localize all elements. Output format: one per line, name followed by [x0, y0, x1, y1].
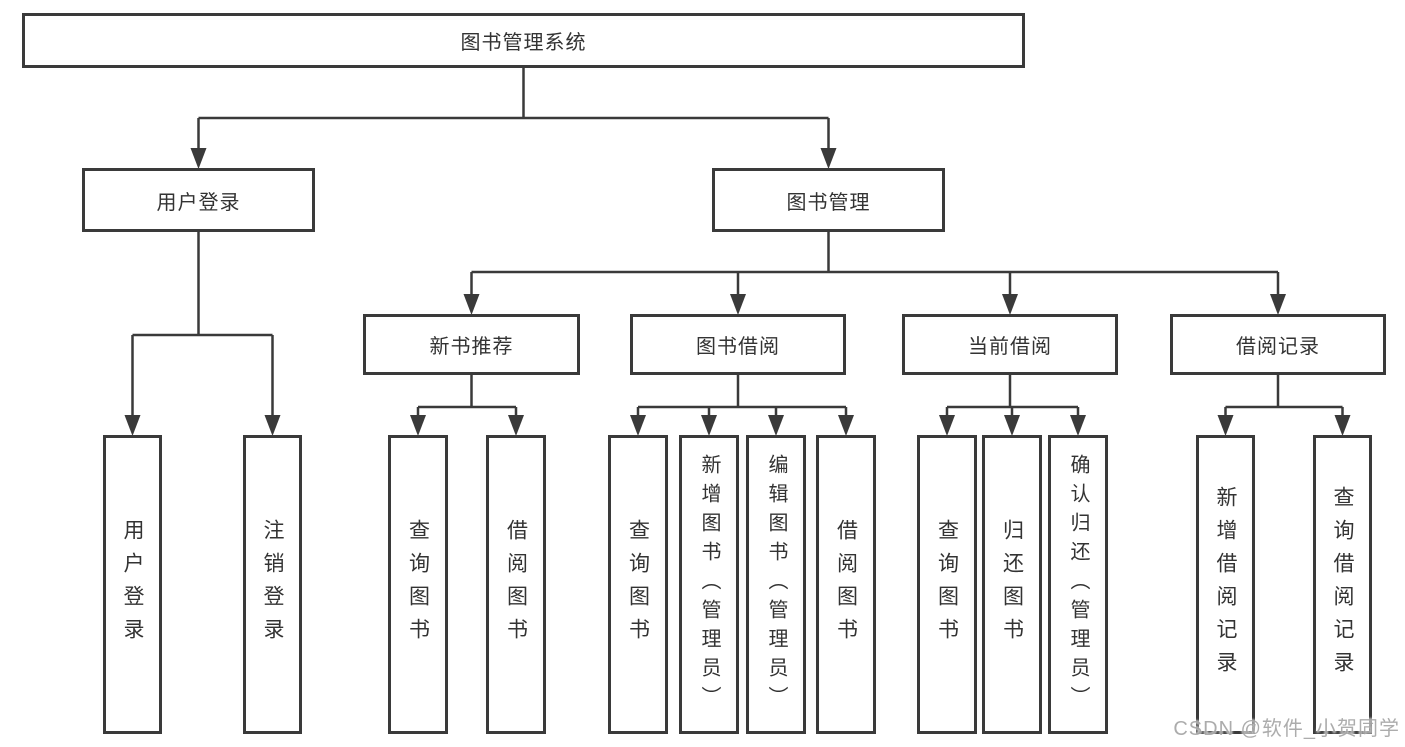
- connector-root-to-level2: [197, 68, 830, 150]
- leaf-add-book-admin: 新增图书（管理员）: [679, 435, 739, 734]
- leaf-add-borrow-record: 新增借阅记录: [1196, 435, 1255, 734]
- node-borrowing-records: 借阅记录: [1170, 314, 1386, 375]
- leaf-borrow-books-recommend-label: 借阅图书: [504, 518, 528, 651]
- leaf-user-login-label: 用户登录: [121, 518, 144, 651]
- leaf-confirm-return-admin: 确认归还（管理员）: [1048, 435, 1108, 734]
- leaf-query-books-borrowing: 查询图书: [608, 435, 668, 734]
- node-new-book-recommend: 新书推荐: [363, 314, 580, 375]
- leaf-edit-book-admin-label: 编辑图书（管理员）: [765, 454, 787, 715]
- leaf-user-login: 用户登录: [103, 435, 162, 734]
- leaf-logout-label: 注销登录: [261, 518, 284, 651]
- leaf-query-books-current: 查询图书: [917, 435, 977, 734]
- connector-new-book-to-leaves: [416, 375, 518, 417]
- leaf-edit-book-admin: 编辑图书（管理员）: [746, 435, 806, 734]
- watermark: CSDN @软件_小贺同学: [1173, 718, 1400, 740]
- node-root: 图书管理系统: [22, 13, 1025, 68]
- leaf-borrow-books-label: 借阅图书: [834, 518, 858, 651]
- connector-records-to-leaves: [1224, 375, 1344, 417]
- leaf-query-borrow-record-label: 查询借阅记录: [1331, 485, 1354, 684]
- connector-book-borrow-to-leaves: [636, 375, 848, 417]
- connector-user-login-to-leaves: [131, 232, 274, 417]
- connector-current-borrow-to-leaves: [945, 375, 1080, 417]
- leaf-query-books-current-label: 查询图书: [935, 518, 959, 651]
- node-user-login: 用户登录: [82, 168, 315, 232]
- leaf-borrow-books-recommend: 借阅图书: [486, 435, 546, 734]
- node-book-borrowing: 图书借阅: [630, 314, 846, 375]
- leaf-add-borrow-record-label: 新增借阅记录: [1214, 485, 1237, 684]
- leaf-query-books-recommend: 查询图书: [388, 435, 448, 734]
- leaf-add-book-admin-label: 新增图书（管理员）: [698, 454, 720, 715]
- leaf-return-books: 归还图书: [982, 435, 1042, 734]
- leaf-query-books-borrowing-label: 查询图书: [626, 518, 650, 651]
- node-current-borrowing: 当前借阅: [902, 314, 1118, 375]
- leaf-query-borrow-record: 查询借阅记录: [1313, 435, 1372, 734]
- leaf-logout: 注销登录: [243, 435, 302, 734]
- leaf-borrow-books: 借阅图书: [816, 435, 876, 734]
- connector-book-mgmt-to-level3: [470, 232, 1280, 296]
- leaf-query-books-recommend-label: 查询图书: [406, 518, 430, 651]
- leaf-return-books-label: 归还图书: [1000, 518, 1024, 651]
- leaf-confirm-return-admin-label: 确认归还（管理员）: [1067, 454, 1089, 715]
- node-book-mgmt: 图书管理: [712, 168, 945, 232]
